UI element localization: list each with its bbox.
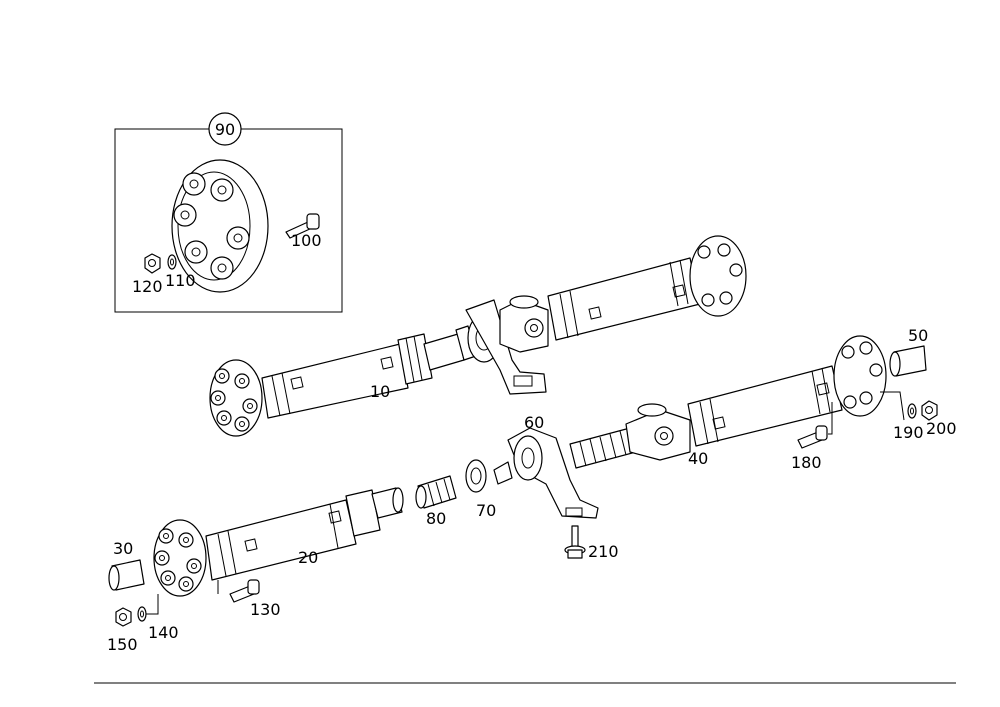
propeller-shaft-10 bbox=[209, 235, 747, 437]
callout-70[interactable]: 70 bbox=[476, 501, 496, 520]
washer-110 bbox=[167, 254, 177, 270]
callout-40[interactable]: 40 bbox=[688, 449, 708, 468]
callout-100[interactable]: 100 bbox=[291, 231, 322, 250]
callout-140[interactable]: 140 bbox=[148, 623, 179, 642]
washer-140 bbox=[137, 606, 147, 622]
callout-80[interactable]: 80 bbox=[426, 509, 446, 528]
nut-120 bbox=[144, 253, 161, 274]
callout-150[interactable]: 150 bbox=[107, 635, 138, 654]
nut-200 bbox=[921, 400, 938, 421]
inset-box-flex-disc-kit: 90 bbox=[114, 112, 343, 313]
callout-90[interactable]: 90 bbox=[215, 120, 235, 139]
callout-20[interactable]: 20 bbox=[298, 548, 318, 567]
callout-110[interactable]: 110 bbox=[165, 271, 196, 290]
callout-180[interactable]: 180 bbox=[791, 453, 822, 472]
washer-190 bbox=[907, 403, 917, 419]
propeller-shaft-20 bbox=[153, 487, 404, 597]
callout-10[interactable]: 10 bbox=[370, 382, 390, 401]
callout-50[interactable]: 50 bbox=[908, 326, 928, 345]
bushing-50 bbox=[889, 345, 927, 377]
bolt-100 bbox=[285, 213, 320, 239]
center-bearing-60 bbox=[493, 427, 599, 519]
callout-190[interactable]: 190 bbox=[893, 423, 924, 442]
propeller-shaft-40 bbox=[569, 335, 887, 469]
flex-disc-inset bbox=[171, 159, 269, 293]
callout-30[interactable]: 30 bbox=[113, 539, 133, 558]
bolt-130 bbox=[229, 579, 260, 603]
callout-130[interactable]: 130 bbox=[250, 600, 281, 619]
nut-150 bbox=[115, 607, 132, 627]
callout-210[interactable]: 210 bbox=[588, 542, 619, 561]
callout-120[interactable]: 120 bbox=[132, 277, 163, 296]
callout-60[interactable]: 60 bbox=[524, 413, 544, 432]
callout-200[interactable]: 200 bbox=[926, 419, 957, 438]
bearing-70 bbox=[465, 459, 487, 493]
bolt-180 bbox=[797, 425, 828, 449]
bushing-30 bbox=[108, 559, 145, 591]
bolt-210 bbox=[564, 525, 586, 559]
boot-80 bbox=[415, 475, 457, 509]
